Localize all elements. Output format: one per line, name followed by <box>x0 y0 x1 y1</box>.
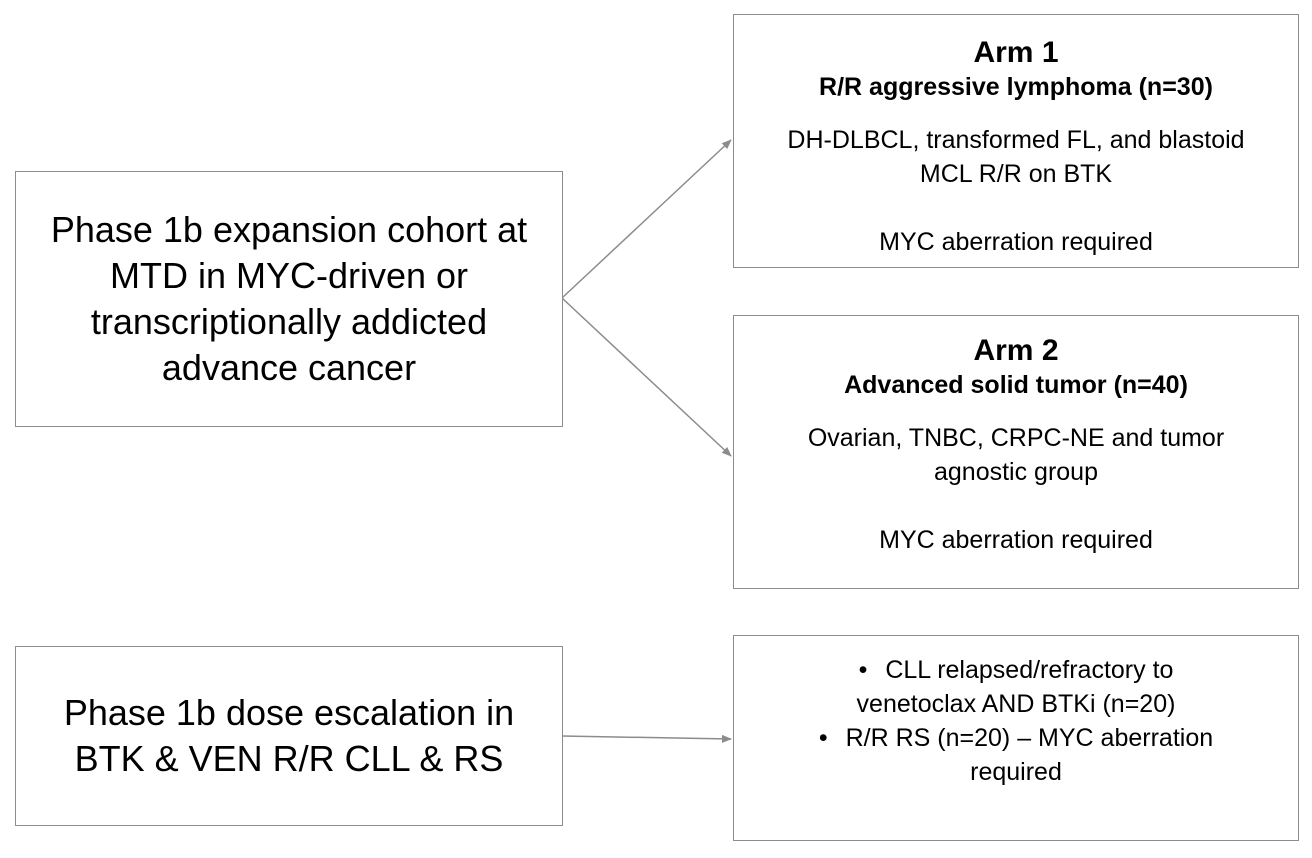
arrow-to-arm1 <box>561 139 732 299</box>
arm1-description-line-2: MCL R/R on BTK <box>919 160 1113 188</box>
arm2-requirement: MYC aberration required <box>879 526 1153 554</box>
bullet-rs-line-2: required <box>970 758 1062 786</box>
arrow-to-arm2 <box>561 297 732 457</box>
arm2-description-line-2: agnostic group <box>933 458 1098 486</box>
bullet-item-cll: • CLL relapsed/refractory to venetoclax A… <box>734 653 1298 721</box>
arm1-title: Arm 1 <box>973 36 1059 69</box>
expansion-line-4: advance cancer <box>161 347 417 388</box>
expansion-line-2: MTD in MYC-driven or <box>109 255 469 296</box>
escalation-line-2: BTK & VEN R/R CLL & RS <box>74 738 504 779</box>
arrow-to-cll-box <box>561 734 732 743</box>
bullet-cll-line-2: venetoclax AND BTKi (n=20) <box>856 690 1176 718</box>
arm2-title: Arm 2 <box>973 334 1059 367</box>
arm1-box: Arm 1 R/R aggressive lymphoma (n=30) DH-… <box>733 14 1299 268</box>
expansion-line-1: Phase 1b expansion cohort at <box>50 209 528 250</box>
escalation-line-1: Phase 1b dose escalation in <box>63 692 515 733</box>
arm2-description-line-1: Ovarian, TNBC, CRPC-NE and tumor <box>807 424 1225 452</box>
dose-escalation-box: Phase 1b dose escalation in BTK & VEN R/… <box>15 646 563 826</box>
bullet-cll-line-1: CLL relapsed/refractory to <box>885 656 1174 684</box>
expansion-cohort-box: Phase 1b expansion cohort at MTD in MYC-… <box>15 171 563 427</box>
bullet-dot: • <box>818 724 828 752</box>
bullet-dot: • <box>858 656 868 684</box>
arm1-description-line-1: DH-DLBCL, transformed FL, and blastoid <box>787 126 1245 154</box>
arm2-subtitle: Advanced solid tumor (n=40) <box>844 371 1188 399</box>
arm1-requirement: MYC aberration required <box>879 228 1153 256</box>
arm2-box: Arm 2 Advanced solid tumor (n=40) Ovaria… <box>733 315 1299 589</box>
cll-rs-bullet-list: • CLL relapsed/refractory to venetoclax A… <box>734 653 1298 789</box>
bullet-rs-line-1: R/R RS (n=20) – MYC aberration <box>845 724 1214 752</box>
bullet-item-rs: • R/R RS (n=20) – MYC aberration required <box>734 721 1298 789</box>
cll-rs-box: • CLL relapsed/refractory to venetoclax A… <box>733 635 1299 841</box>
arm1-subtitle: R/R aggressive lymphoma (n=30) <box>819 73 1213 101</box>
expansion-line-3: transcriptionally addicted <box>90 301 488 342</box>
